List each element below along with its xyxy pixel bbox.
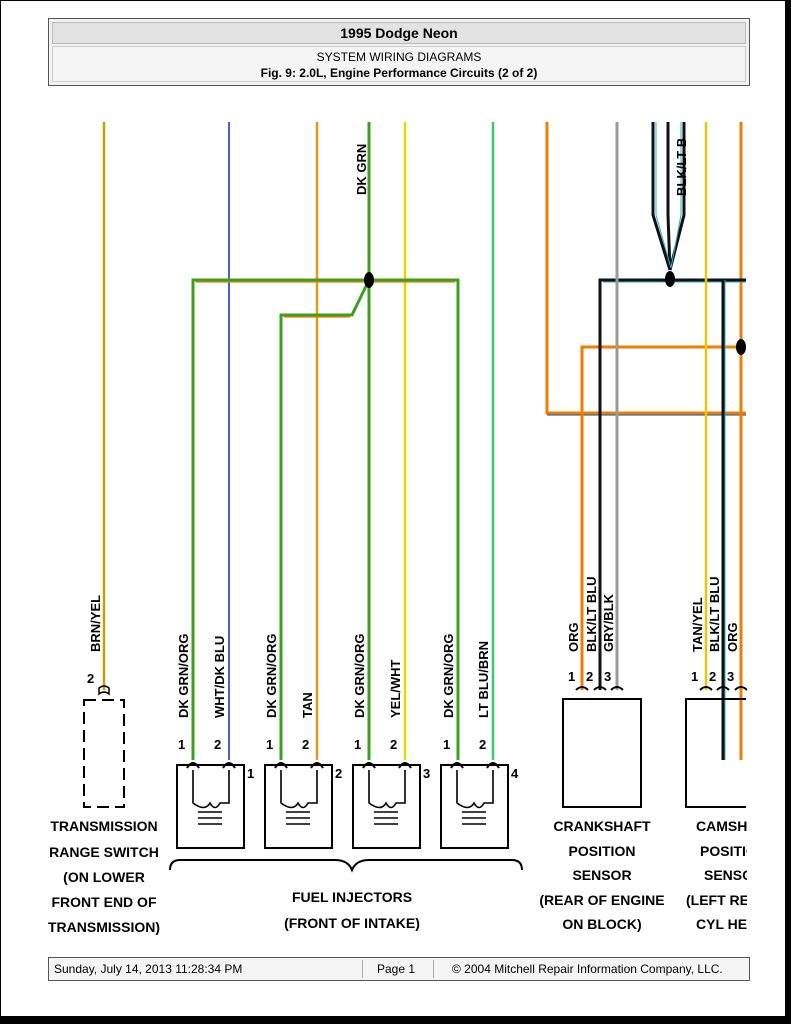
copyright: © 2004 Mitchell Repair Information Compa…: [452, 962, 723, 976]
pin-number: 1: [568, 669, 575, 684]
vehicle-title: 1995 Dodge Neon: [52, 22, 746, 44]
label-brn-yel: BRN/YEL: [88, 595, 103, 652]
fuel-injector-1: 1: [176, 762, 254, 849]
crank-caption-4: (REAR OF ENGINE: [539, 892, 664, 908]
injectors-caption-1: FUEL INJECTORS: [292, 889, 412, 905]
pin-number: 1: [354, 737, 361, 752]
pin-number: 2: [479, 737, 486, 752]
pin-number: 2: [87, 671, 94, 686]
trans-caption-2: RANGE SWITCH: [49, 844, 159, 860]
trans-caption-1: TRANSMISSION: [50, 818, 157, 834]
label-top-blk-lt: BLK/LT B: [674, 138, 689, 196]
pin-number: 2: [302, 737, 309, 752]
label-inj3-pin2: YEL/WHT: [388, 659, 403, 718]
splice-dot-org: [736, 339, 746, 355]
figure-title: Fig. 9: 2.0L, Engine Performance Circuit…: [260, 66, 538, 80]
label-crank-pin3: GRY/BLK: [601, 593, 616, 652]
pin-number: 1: [443, 737, 450, 752]
footer-divider: [362, 960, 363, 978]
label-cam-pin2: BLK/LT BLU: [707, 576, 722, 652]
crop-mask: [747, 100, 785, 950]
crank-caption-5: ON BLOCK): [562, 916, 641, 932]
label-inj1-pin2: WHT/DK BLU: [212, 636, 227, 718]
pin-number: 1: [266, 737, 273, 752]
injector-number: 3: [423, 766, 430, 781]
label-top-dk-grn: DK GRN: [354, 144, 369, 195]
label-inj4-pin2: LT BLU/BRN: [476, 641, 491, 718]
footer-divider: [433, 960, 434, 978]
cam-caption-5: CYL HEAI: [696, 916, 761, 932]
org-loop: [545, 122, 746, 760]
label-inj3-pin1: DK GRN/ORG: [352, 634, 367, 719]
label-crank-pin2: BLK/LT BLU: [584, 576, 599, 652]
fuel-injector-3: 3: [352, 762, 430, 849]
page-edge-right: [785, 0, 791, 1024]
crank-caption-3: SENSOR: [572, 867, 631, 883]
splice-dot-blk: [665, 271, 675, 287]
trans-caption-3: (ON LOWER: [63, 869, 145, 885]
pin-number: 3: [727, 669, 734, 684]
label-cam-pin1: TAN/YEL: [690, 597, 705, 652]
pin-number: 1: [691, 669, 698, 684]
label-inj2-pin1: DK GRN/ORG: [264, 634, 279, 719]
pin-number: 2: [390, 737, 397, 752]
injector-number: 1: [247, 766, 254, 781]
pin-number: 3: [604, 669, 611, 684]
injectors-caption-2: (FRONT OF INTAKE): [284, 915, 420, 931]
print-date: Sunday, July 14, 2013 11:28:34 PM: [54, 962, 243, 976]
cam-caption-2: POSITIO: [700, 843, 757, 859]
page-number: Page 1: [377, 962, 416, 976]
splice-dot: [364, 272, 374, 288]
diagram-header: 1995 Dodge Neon SYSTEM WIRING DIAGRAMS F…: [48, 18, 750, 86]
trans-caption-4: FRONT END OF: [52, 894, 157, 910]
page-footer: Sunday, July 14, 2013 11:28:34 PM Page 1…: [48, 957, 750, 981]
pin-number: 2: [586, 669, 593, 684]
label-inj1-pin1: DK GRN/ORG: [176, 634, 191, 719]
pin-number: 2: [214, 737, 221, 752]
fuel-injector-2: 2: [264, 762, 342, 849]
crank-caption-2: POSITION: [569, 843, 636, 859]
dk-grn-org-bus: [191, 272, 460, 760]
trans-caption-5: TRANSMISSION): [48, 919, 160, 935]
label-inj2-pin2: TAN: [300, 692, 315, 718]
label-inj4-pin1: DK GRN/ORG: [441, 634, 456, 719]
label-crank-pin1: ORG: [566, 622, 581, 652]
blk-lt-blu-bus: [598, 122, 746, 760]
fuel-injector-4: 4: [440, 762, 519, 849]
injector-number: 2: [335, 766, 342, 781]
crankshaft-position-sensor: ORG BLK/LT BLU GRY/BLK 1 2 3 CRANKSHAFT …: [539, 576, 664, 932]
section-title: SYSTEM WIRING DIAGRAMS: [316, 50, 482, 64]
pin-number: 1: [178, 737, 185, 752]
pin-number: 2: [709, 669, 716, 684]
figure-caption-box: SYSTEM WIRING DIAGRAMS Fig. 9: 2.0L, Eng…: [52, 46, 746, 82]
injector-number: 4: [511, 766, 519, 781]
crank-caption-1: CRANKSHAFT: [553, 818, 651, 834]
transmission-range-switch: BRN/YEL 2 TRANSMISSION RANGE SWITCH (ON …: [48, 595, 160, 935]
switch-body: [83, 699, 125, 808]
injector-bracket: [169, 859, 523, 873]
page-edge-bottom: [0, 1016, 791, 1024]
label-cam-pin3: ORG: [725, 622, 740, 652]
